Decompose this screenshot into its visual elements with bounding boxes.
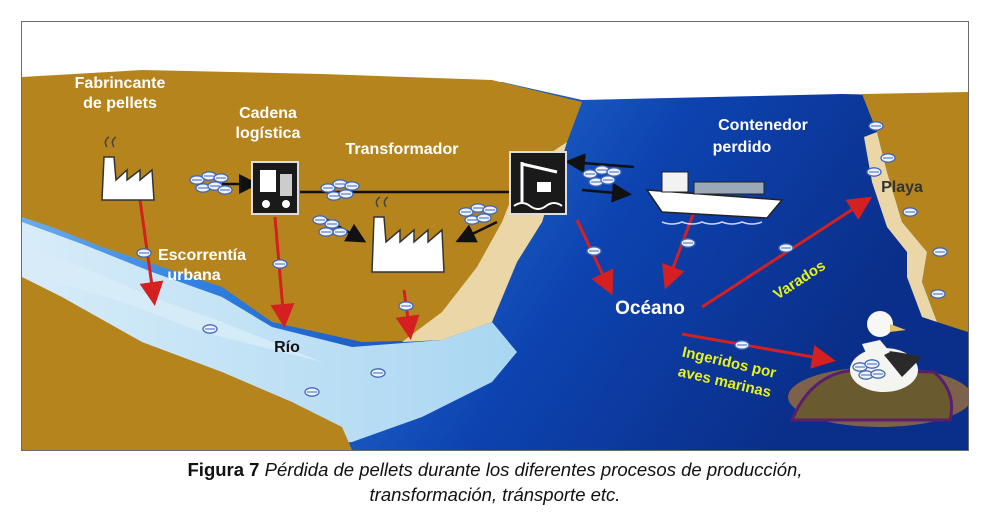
figure-caption: Figura 7 Pérdida de pellets durante los … bbox=[0, 457, 990, 507]
pellet bbox=[136, 248, 152, 258]
label-transformer: Transformador bbox=[346, 141, 459, 158]
caption-text-2: transformación, tránsporte etc. bbox=[369, 484, 621, 505]
seabird-nest-image bbox=[788, 311, 968, 427]
pellet bbox=[902, 207, 918, 217]
label-beach: Playa bbox=[881, 179, 923, 196]
caption-text-1: Pérdida de pellets durante los diferente… bbox=[264, 459, 803, 480]
pellet bbox=[734, 340, 750, 350]
label-ocean: Océano bbox=[615, 298, 685, 319]
label-container-2: perdido bbox=[713, 139, 772, 156]
port-crane-icon bbox=[509, 151, 567, 215]
pellet-loss-diagram: Fabrincante de pellets Cadena logística … bbox=[21, 21, 969, 451]
label-runoff: Escorrentía bbox=[158, 247, 246, 264]
pellet bbox=[866, 167, 882, 177]
pellet bbox=[202, 324, 218, 334]
pellet bbox=[680, 238, 696, 248]
label-logistics: Cadena bbox=[239, 105, 297, 122]
caption-line-1: Figura 7 Pérdida de pellets durante los … bbox=[0, 457, 990, 482]
land-bottom-left bbox=[22, 277, 352, 450]
pellet bbox=[304, 387, 320, 397]
pellet bbox=[868, 121, 884, 131]
logistics-forklift-icon bbox=[251, 161, 299, 215]
container-ship-icon bbox=[645, 171, 784, 225]
pellet bbox=[370, 368, 386, 378]
label-logistics-2: logística bbox=[236, 125, 301, 142]
pellet bbox=[880, 153, 896, 163]
land-mass bbox=[22, 70, 582, 342]
label-runoff-2: urbana bbox=[167, 267, 220, 284]
label-container: Contenedor bbox=[718, 117, 808, 134]
transformer-factory-icon bbox=[371, 196, 445, 273]
label-manufacturer: Fabrincante bbox=[75, 75, 166, 92]
label-manufacturer-2: de pellets bbox=[83, 95, 157, 112]
pellet bbox=[272, 259, 288, 269]
pellet bbox=[398, 301, 414, 311]
pellet bbox=[930, 289, 946, 299]
caption-line-2: transformación, tránsporte etc. bbox=[0, 482, 990, 507]
pellet bbox=[586, 246, 602, 256]
pellet bbox=[932, 247, 948, 257]
manufacturer-factory-icon bbox=[101, 136, 155, 201]
label-river: Río bbox=[274, 339, 300, 356]
pellet bbox=[778, 243, 794, 253]
caption-figure-number: Figura 7 bbox=[187, 459, 260, 480]
